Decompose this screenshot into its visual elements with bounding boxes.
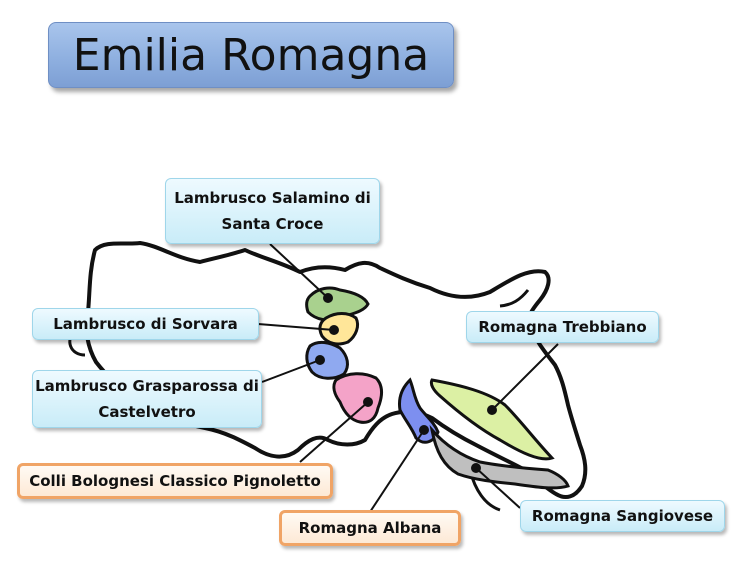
label-colli-bolognesi: Colli Bolognesi Classico Pignoletto xyxy=(17,463,333,499)
line-colli-bolognesi xyxy=(299,401,369,463)
dot-salamino xyxy=(323,293,333,303)
line-salamino xyxy=(269,243,329,299)
label-sangiovese: Romagna Sangiovese xyxy=(520,500,725,532)
line-grasparossa xyxy=(261,359,321,383)
label-sorvara: Lambrusco di Sorvara xyxy=(32,308,259,340)
dot-colli-bolognesi xyxy=(363,397,373,407)
label-salamino: Lambrusco Salamino di Santa Croce xyxy=(165,178,380,244)
outline-detail-right xyxy=(499,289,530,308)
dot-albana xyxy=(419,425,429,435)
area-albana xyxy=(398,377,440,444)
area-trebbiano xyxy=(429,378,555,461)
region-outline xyxy=(84,241,588,500)
label-trebbiano: Romagna Trebbiano xyxy=(466,311,659,343)
line-sorvara xyxy=(257,323,335,331)
line-albana xyxy=(369,429,425,513)
map-title: Emilia Romagna xyxy=(48,22,454,88)
dot-sangiovese xyxy=(471,463,481,473)
dot-grasparossa xyxy=(315,355,325,365)
area-sangiovese xyxy=(429,424,570,490)
label-grasparossa: Lambrusco Grasparossa di Castelvetro xyxy=(32,370,262,428)
area-salamino xyxy=(305,286,370,322)
marker-dots xyxy=(315,293,497,473)
area-colli-bolognesi xyxy=(332,372,383,424)
dot-trebbiano xyxy=(487,405,497,415)
connector-lines xyxy=(257,243,559,513)
area-grasparossa xyxy=(305,340,349,380)
line-trebbiano xyxy=(491,343,559,411)
line-sangiovese xyxy=(475,467,521,509)
label-albana: Romagna Albana xyxy=(279,510,461,546)
dot-sorvara xyxy=(329,325,339,335)
